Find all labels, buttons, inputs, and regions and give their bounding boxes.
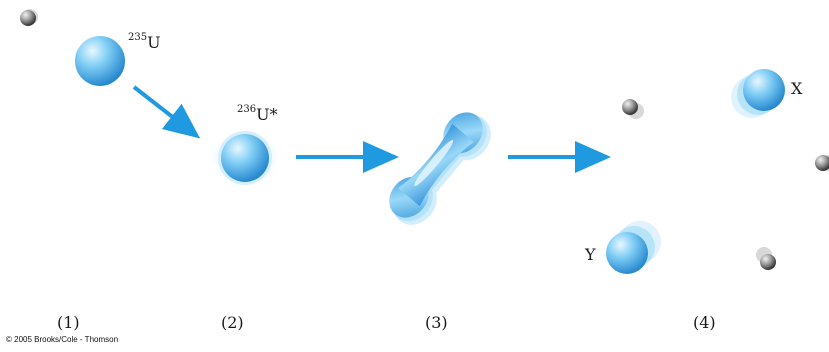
stage-label-1: (1) bbox=[57, 313, 80, 332]
product-neutron-2 bbox=[815, 155, 829, 171]
u235-label: 235U bbox=[128, 31, 161, 52]
u236-mass-number: 236 bbox=[237, 103, 257, 115]
fragment-x-nucleus bbox=[731, 69, 785, 118]
deformed-nucleus bbox=[389, 112, 491, 225]
product-neutron-3 bbox=[756, 247, 776, 270]
fragment-y-label: Y bbox=[585, 245, 596, 264]
u235-nucleus bbox=[75, 36, 125, 86]
stage-label-2: (2) bbox=[221, 313, 244, 332]
u236-excited-nucleus bbox=[211, 130, 279, 186]
u235-mass-number: 235 bbox=[128, 31, 148, 43]
stage-label-3: (3) bbox=[425, 313, 448, 332]
fragment-x-label: X bbox=[791, 79, 803, 98]
incoming-neutron bbox=[20, 9, 38, 26]
u235-symbol: U bbox=[147, 33, 161, 52]
u236-symbol: U* bbox=[256, 105, 278, 124]
stage-label-4: (4) bbox=[693, 313, 716, 332]
copyright-notice: © 2005 Brooks/Cole - Thomson bbox=[6, 335, 119, 344]
product-neutron-1 bbox=[622, 99, 644, 119]
u236-label: 236U* bbox=[237, 103, 278, 124]
fragment-y-nucleus bbox=[606, 221, 661, 274]
arrow-1-to-2 bbox=[132, 85, 201, 139]
